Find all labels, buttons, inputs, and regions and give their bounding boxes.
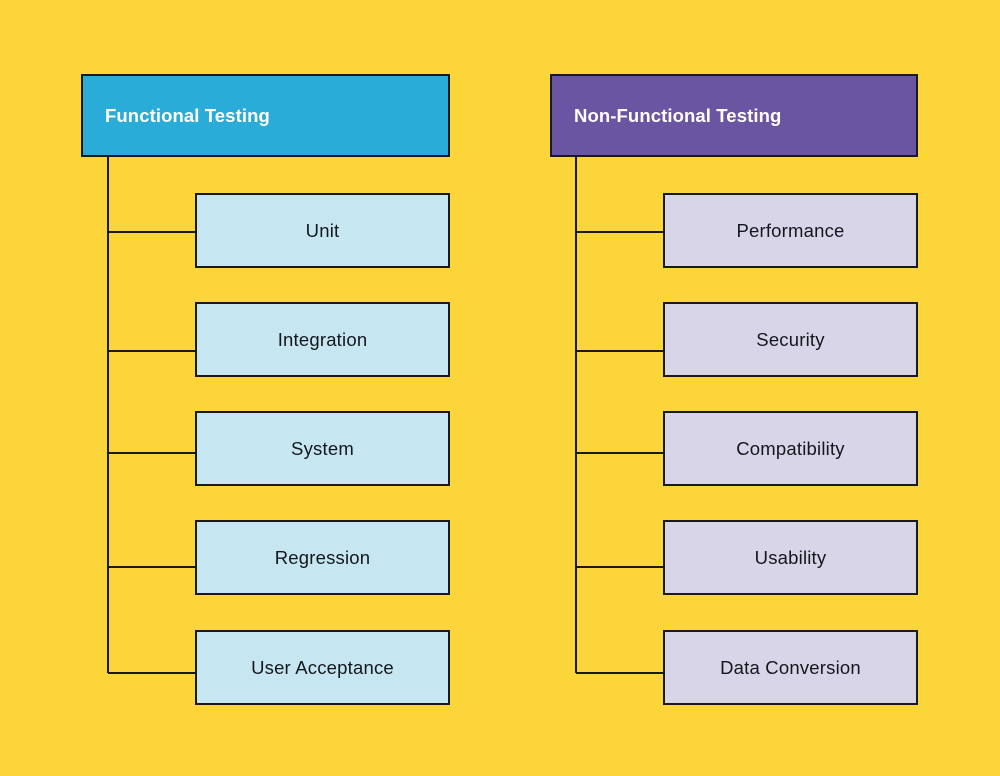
child-node-compatibility[interactable]: Compatibility: [663, 411, 918, 486]
child-node-label: Usability: [754, 546, 827, 568]
child-node-label: User Acceptance: [251, 656, 394, 678]
header-node-label: Non-Functional Testing: [574, 104, 782, 126]
child-node-usability[interactable]: Usability: [663, 520, 918, 595]
header-node-non-functional-testing[interactable]: Non-Functional Testing: [550, 74, 918, 157]
child-node-label: Integration: [277, 328, 368, 350]
child-node-label: System: [291, 437, 354, 459]
child-node-label: Data Conversion: [720, 656, 861, 678]
child-node-label: Performance: [736, 219, 845, 241]
child-node-label: Compatibility: [736, 437, 845, 459]
header-node-functional-testing[interactable]: Functional Testing: [81, 74, 450, 157]
child-node-label: Regression: [274, 546, 371, 568]
child-node-security[interactable]: Security: [663, 302, 918, 377]
child-node-integration[interactable]: Integration: [195, 302, 450, 377]
child-node-unit[interactable]: Unit: [195, 193, 450, 268]
child-node-data-conversion[interactable]: Data Conversion: [663, 630, 918, 705]
child-node-label: Security: [756, 328, 825, 350]
child-node-user-acceptance[interactable]: User Acceptance: [195, 630, 450, 705]
child-node-label: Unit: [305, 219, 340, 241]
child-node-regression[interactable]: Regression: [195, 520, 450, 595]
child-node-system[interactable]: System: [195, 411, 450, 486]
header-node-label: Functional Testing: [105, 104, 270, 126]
child-node-performance[interactable]: Performance: [663, 193, 918, 268]
